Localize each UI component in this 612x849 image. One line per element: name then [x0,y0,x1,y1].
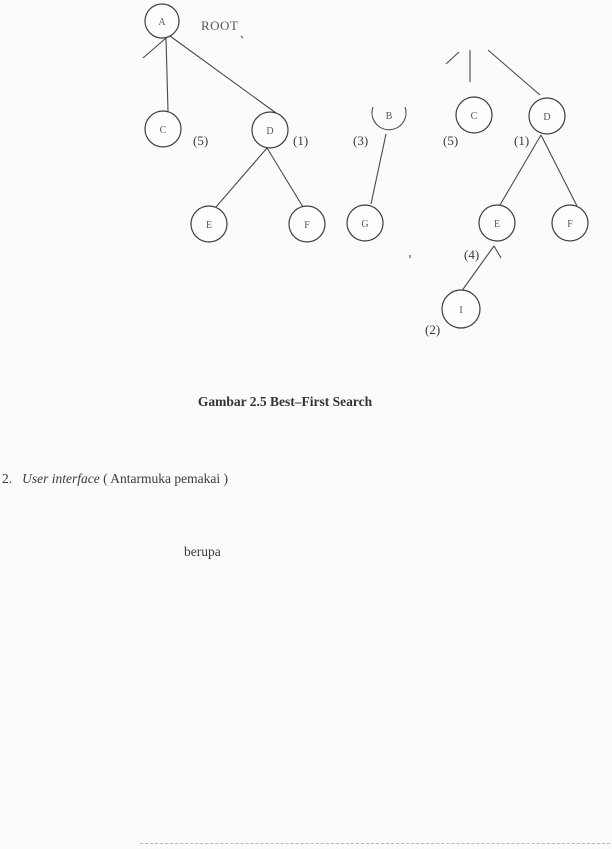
node-label: B [386,111,393,122]
tree3-edges [445,49,578,293]
tree3-annotation-i: (2) [425,322,440,337]
node-label: E [206,220,212,231]
edge-d-f [266,147,304,208]
node-label: I [459,305,462,316]
node-label: G [361,219,368,230]
tree3-node-f: F [551,204,589,242]
tree1-node-a: A [144,3,180,39]
best-first-search-diagram: A ROOT C (5) D (1) E F B (3) G [142,3,589,337]
page-bottom-rule [140,843,610,844]
edge-e-tick [493,245,502,259]
tree1-node-e: E [190,205,228,243]
node-label: F [304,220,310,231]
edge-a-stub [142,37,167,59]
tree1-node-f: F [288,205,326,243]
node-label: D [543,112,550,123]
tree3-node-d: D [528,97,566,135]
tree1-node-d: D [251,111,289,149]
tree1-annotation-d: (1) [293,133,308,148]
edge-d-e [499,134,542,206]
edge-root-d [487,49,541,96]
node-label: C [471,111,478,122]
edge-a-c [165,37,169,112]
node-label: E [494,219,500,230]
edge-root-stub [445,51,460,65]
node-label: C [160,125,167,136]
tree3-annotation-e: (4) [464,247,479,262]
node-label: A [158,17,166,28]
section-heading: 2. User interface ( Antarmuka pemakai ) [2,471,228,487]
tree1-annotation-c: (5) [193,133,208,148]
tree3-node-i: I [441,289,481,329]
node-label: D [266,126,273,137]
edge-e-i [460,245,495,293]
section-title-rest: ( Antarmuka pemakai ) [99,471,228,486]
figure-caption: Gambar 2.5 Best–First Search [197,394,373,409]
edge-d-f [540,134,578,207]
node-label: F [567,219,573,230]
tree2-node-b: B [371,106,407,131]
body-text: berupa [184,544,221,559]
tree3-node-c: C [455,96,493,134]
tree2-edges [370,133,387,205]
section-number: 2. [2,471,13,486]
root-tick [240,35,244,39]
tree1-node-c: C [144,110,182,148]
tree2-annotation-b: (3) [353,133,368,148]
tree3-annotation-c: (5) [443,133,458,148]
tree2-node-g: G [346,204,384,242]
edge-b-g [370,133,387,205]
tree1-edges [142,35,304,208]
tree3-node-e: E [478,204,516,242]
root-label: ROOT [201,18,238,33]
section-title-italic: User interface [22,471,100,486]
edge-a-d [169,35,277,114]
edge-d-e [215,147,268,208]
tree3-annotation-d: (1) [514,133,529,148]
